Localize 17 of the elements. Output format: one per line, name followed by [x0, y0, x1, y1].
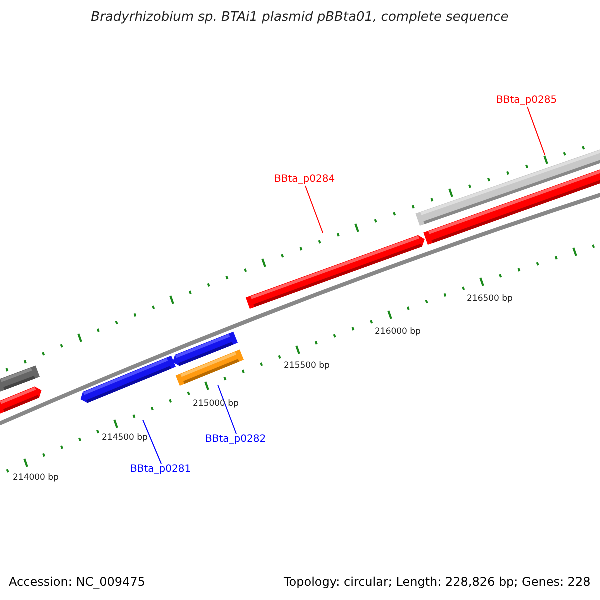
- scale-label: 216000 bp: [375, 327, 421, 337]
- leader-line: [218, 384, 237, 434]
- scale-label: 215000 bp: [193, 399, 239, 409]
- gene-label: BBta_p0282: [206, 434, 266, 446]
- leader-line: [142, 420, 162, 464]
- scale-label: 214500 bp: [102, 433, 148, 443]
- gene-label: BBta_p0281: [130, 464, 192, 476]
- leader-line: [305, 186, 324, 234]
- footer-text: Accession: NC_009475: [9, 575, 146, 589]
- footer-text: Topology: circular; Length: 228,826 bp; Genes: 228: [284, 575, 591, 589]
- scale-label: 216500 bp: [467, 294, 513, 304]
- scale-label: 215500 bp: [284, 361, 330, 371]
- gene-label: BBta_p0285: [496, 95, 558, 107]
- gene-label: BBta_p0284: [274, 174, 336, 186]
- scale-label: 214000 bp: [13, 473, 59, 483]
- title: Bradyrhizobium sp. BTAi1 plasmid pBBta01, complete sequence: [90, 10, 510, 25]
- leader-line: [527, 106, 546, 156]
